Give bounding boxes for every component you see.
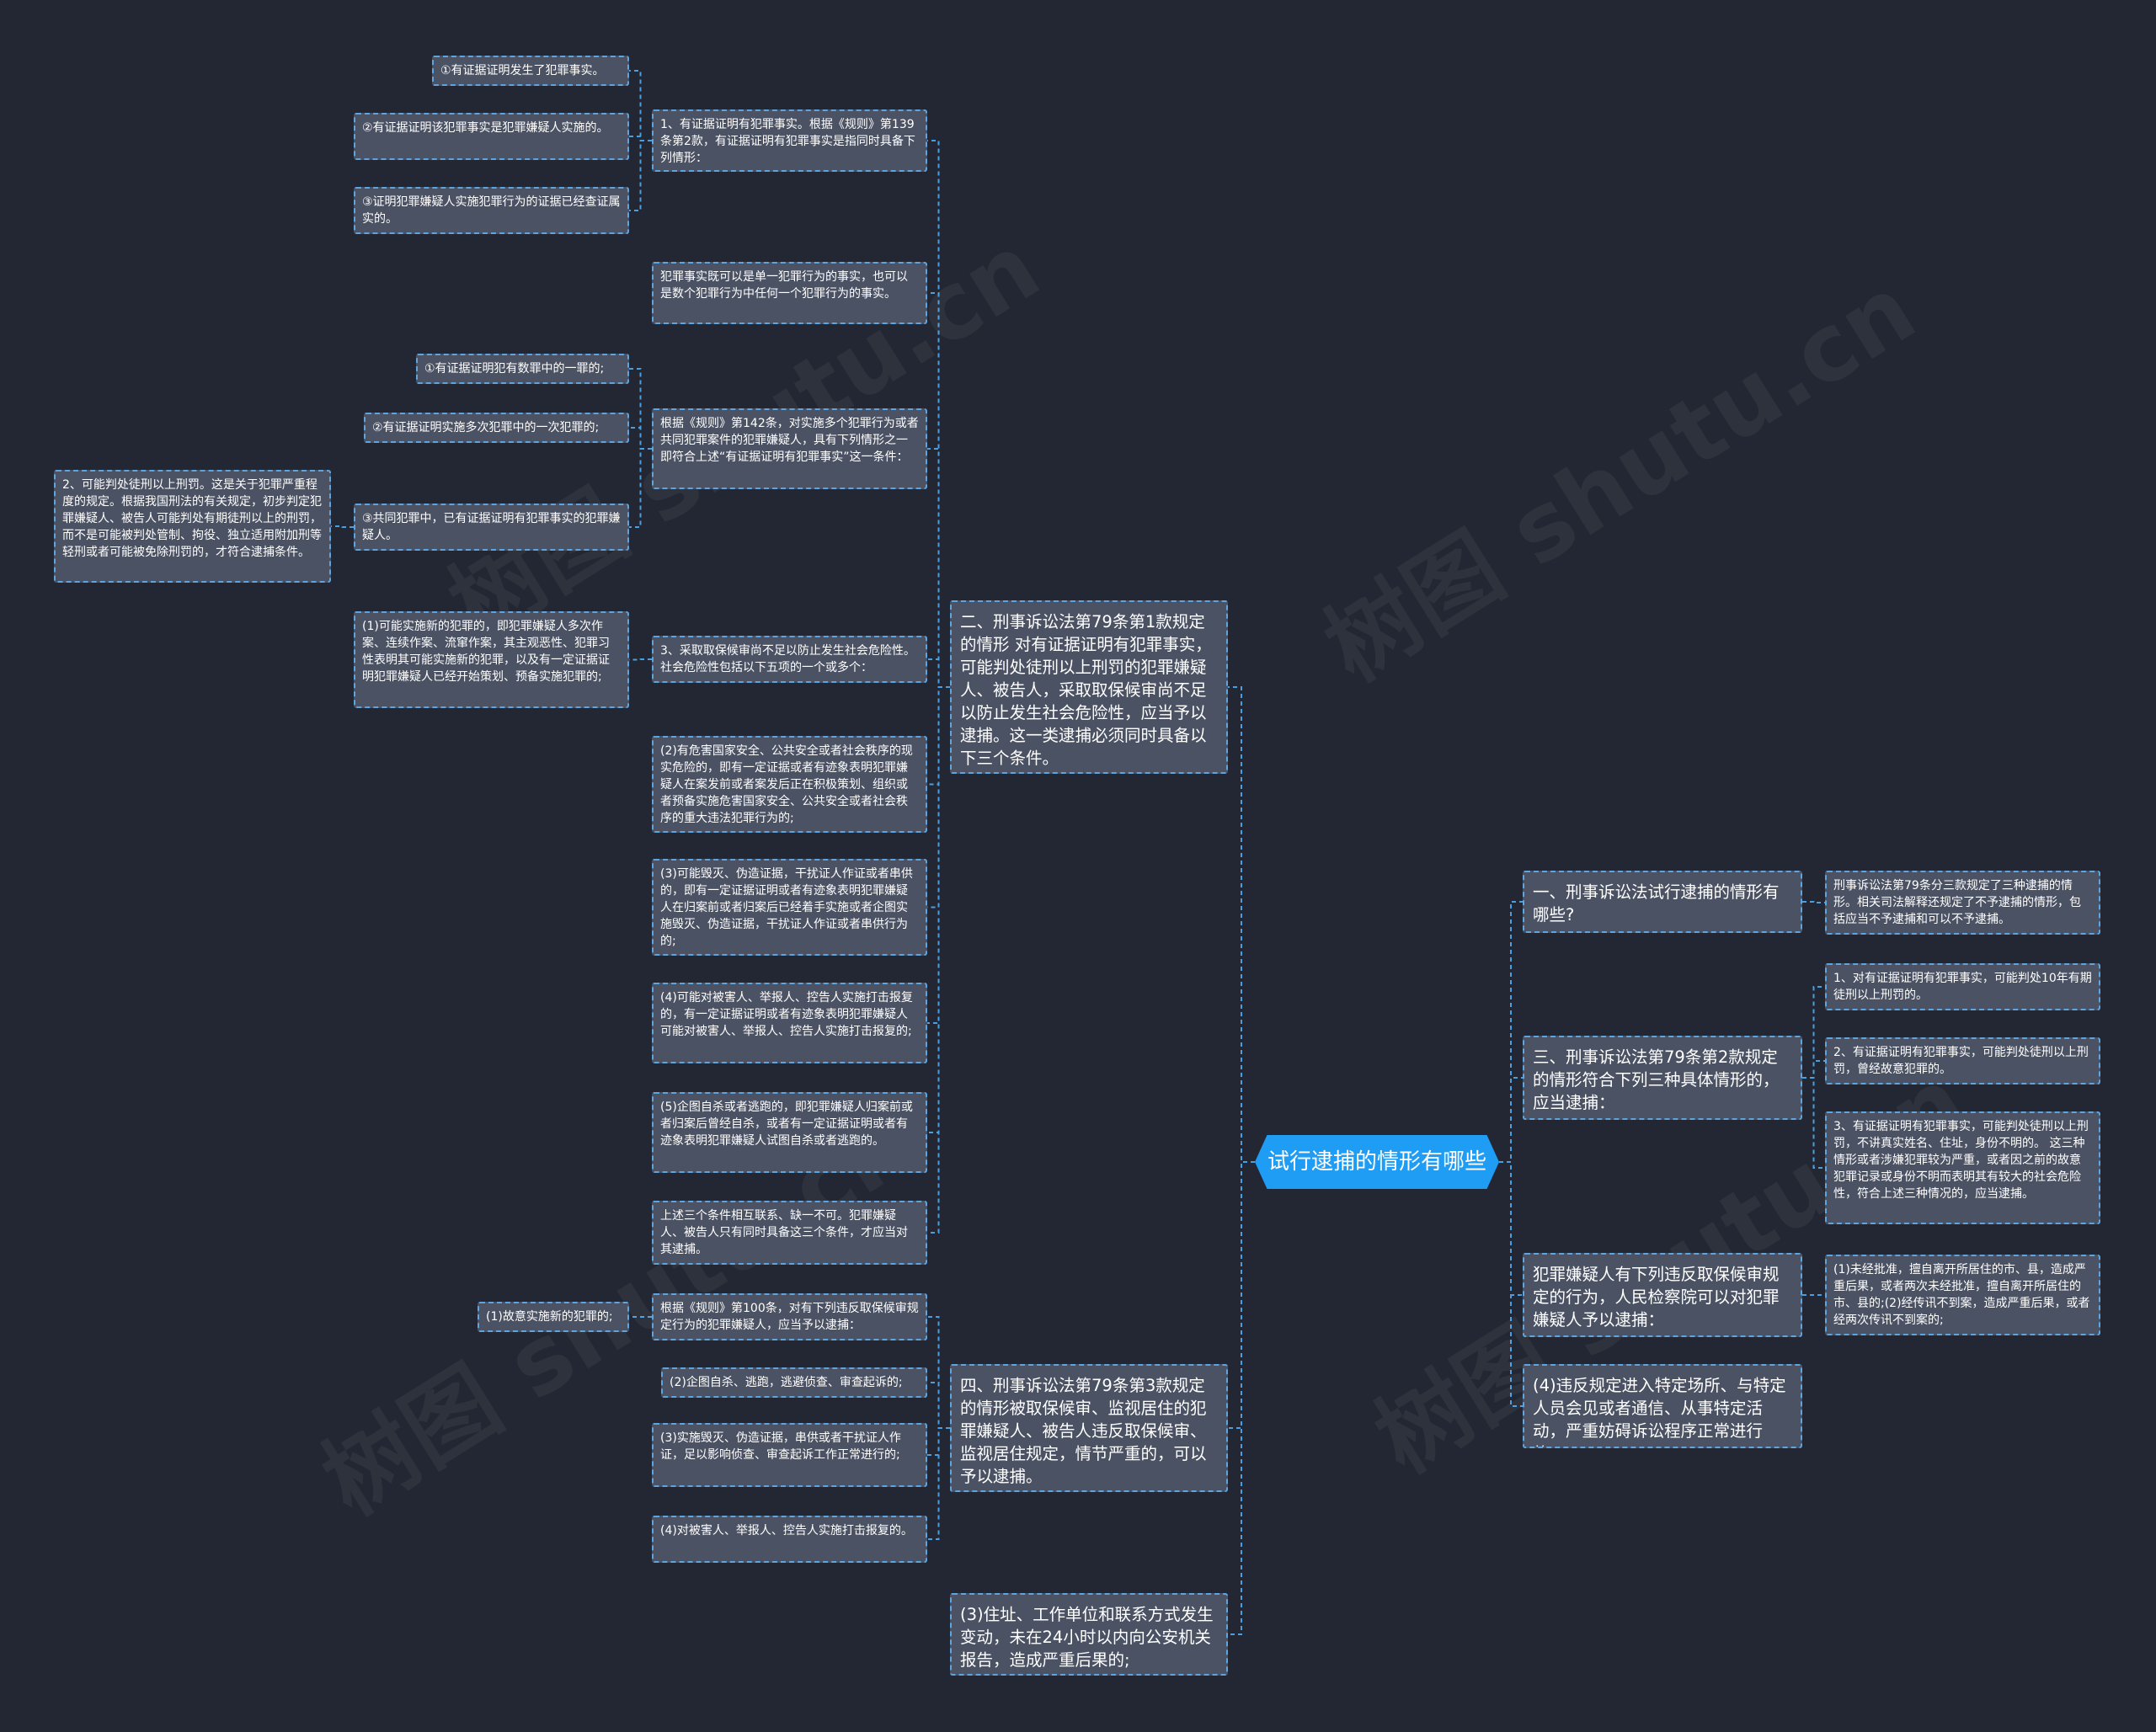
- connector-6: [1499, 1161, 1523, 1407]
- node-n1[interactable]: ①有证据证明发生了犯罪事实。: [432, 56, 629, 86]
- node-n33[interactable]: (1)未经批准，擅自离开所居住的市、县，造成严重后果，或者两次未经批准，擅自离开…: [1825, 1255, 2100, 1335]
- node-n10[interactable]: ③共同犯罪中，已有证据证明有犯罪事实的犯罪嫌疑人。: [354, 504, 629, 551]
- node-n32[interactable]: 犯罪嫌疑人有下列违反取保候审规定的行为，人民检察院可以对犯罪嫌疑人予以逮捕：: [1523, 1253, 1802, 1337]
- node-n11[interactable]: (1)可能实施新的犯罪的，即犯罪嫌疑人多次作案、连续作案、流窜作案，其主观恶性、…: [354, 611, 629, 708]
- connector-14: [927, 448, 950, 688]
- node-n3[interactable]: ③证明犯罪嫌疑人实施犯罪行为的证据已经查证属实的。: [354, 187, 629, 234]
- node-n23[interactable]: 二、刑事诉讼法第79条第1款规定的情形 对有证据证明有犯罪事实，可能判处徒刑以上…: [950, 600, 1228, 774]
- connector-15: [927, 658, 950, 688]
- connector-32: [927, 1427, 950, 1540]
- node-n24[interactable]: 四、刑事诉讼法第79条第3款规定的情形被取保候审、监视居住的犯罪嫌疑人、被告人违…: [950, 1364, 1228, 1492]
- connector-30: [927, 1382, 950, 1429]
- connector-26: [629, 448, 652, 528]
- node-n20[interactable]: (2)企图自杀、逃跑，逃避侦查、审查起诉的;: [661, 1367, 927, 1398]
- connector-20: [927, 686, 950, 1234]
- connector-10: [1802, 1077, 1825, 1169]
- node-n31[interactable]: 3、有证据证明有犯罪事实，可能判处徒刑以上刑罚，不讲真实姓名、住址，身份不明的。…: [1825, 1111, 2100, 1224]
- connector-19: [927, 686, 950, 1133]
- node-n7[interactable]: ②有证据证明实施多次犯罪中的一次犯罪的;: [364, 413, 629, 443]
- node-n4[interactable]: 1、有证据证明有犯罪事实。根据《规则》第139条第2款，有证据证明有犯罪事实是指…: [652, 109, 927, 172]
- node-n22[interactable]: (4)对被害人、举报人、控告人实施打击报复的。: [652, 1516, 927, 1563]
- connector-25: [629, 427, 652, 450]
- connector-8: [1802, 986, 1825, 1079]
- connector-2: [1228, 1161, 1255, 1635]
- node-n27[interactable]: 刑事诉讼法第79条分三款规定了三种逮捕的情形。相关司法解释还规定了不予逮捕的情形…: [1825, 871, 2100, 935]
- node-n5[interactable]: 犯罪事实既可以是单一犯罪行为的事实，也可以是数个犯罪行为中任何一个犯罪行为的事实…: [652, 262, 927, 324]
- connector-4: [1499, 1077, 1523, 1163]
- node-n14[interactable]: (3)可能毁灭、伪造证据，干扰证人作证或者串供的，即有一定证据证明或者有迹象表明…: [652, 859, 927, 956]
- connector-27: [331, 525, 354, 528]
- node-n2[interactable]: ②有证据证明该犯罪事实是犯罪嫌疑人实施的。: [354, 113, 629, 160]
- node-n21[interactable]: (3)实施毁灭、伪造证据，串供或者干扰证人作证，足以影响侦查、审查起诉工作正常进…: [652, 1423, 927, 1487]
- node-n28[interactable]: 三、刑事诉讼法第79条第2款规定的情形符合下列三种具体情形的，应当逮捕：: [1523, 1036, 1802, 1120]
- connector-9: [1802, 1060, 1825, 1079]
- node-n34[interactable]: (4)违反规定进入特定场所、与特定人员会见或者通信、从事特定活动，严重妨碍诉讼程…: [1523, 1364, 1802, 1448]
- node-n16[interactable]: (5)企图自杀或者逃跑的，即犯罪嫌疑人归案前或者归案后曾经自杀，或者有一定证据证…: [652, 1092, 927, 1173]
- node-n25[interactable]: (3)住址、工作单位和联系方式发生变动，未在24小时以内向公安机关报告，造成严重…: [950, 1593, 1228, 1676]
- node-n26[interactable]: 一、刑事诉讼法试行逮捕的情形有哪些?: [1523, 871, 1802, 933]
- node-n8[interactable]: 根据《规则》第142条，对实施多个犯罪行为或者共同犯罪案件的犯罪嫌疑人，具有下列…: [652, 408, 927, 489]
- node-n6[interactable]: ①有证据证明犯有数罪中的一罪的;: [416, 354, 629, 384]
- connector-0: [1228, 686, 1255, 1163]
- connector-29: [927, 1316, 950, 1429]
- node-n30[interactable]: 2、有证据证明有犯罪事实，可能判处徒刑以上刑罚，曾经故意犯罪的。: [1825, 1037, 2100, 1084]
- root-topic[interactable]: 试行逮捕的情形有哪些: [1255, 1135, 1499, 1189]
- connector-3: [1499, 901, 1523, 1163]
- connector-28: [629, 658, 652, 661]
- connector-21: [629, 70, 652, 141]
- connector-16: [927, 686, 950, 786]
- node-n15[interactable]: (4)可能对被害人、举报人、控告人实施打击报复的，有一定证据证明或者有迹象表明犯…: [652, 983, 927, 1063]
- node-n12[interactable]: 3、采取取保候审尚不足以防止发生社会危险性。社会危险性包括以下五项的一个或多个：: [652, 636, 927, 683]
- node-n13[interactable]: (2)有危害国家安全、公共安全或者社会秩序的现实危险的，即有一定证据或者有迹象表…: [652, 736, 927, 833]
- connector-23: [629, 140, 652, 211]
- node-n18[interactable]: (1)故意实施新的犯罪的;: [478, 1302, 629, 1332]
- node-n17[interactable]: 上述三个条件相互联系、缺一不可。犯罪嫌疑人、被告人只有同时具备这三个条件，才应当…: [652, 1201, 927, 1265]
- node-n9[interactable]: 2、可能判处徒刑以上刑罚。这是关于犯罪严重程度的规定。根据我国刑法的有关规定，初…: [54, 470, 331, 583]
- node-n19[interactable]: 根据《规则》第100条，对有下列违反取保候审规定行为的犯罪嫌疑人，应当予以逮捕：: [652, 1293, 927, 1340]
- connector-7: [1802, 901, 1825, 903]
- node-n29[interactable]: 1、对有证据证明有犯罪事实，可能判处10年有期徒刑以上刑罚的。: [1825, 963, 2100, 1010]
